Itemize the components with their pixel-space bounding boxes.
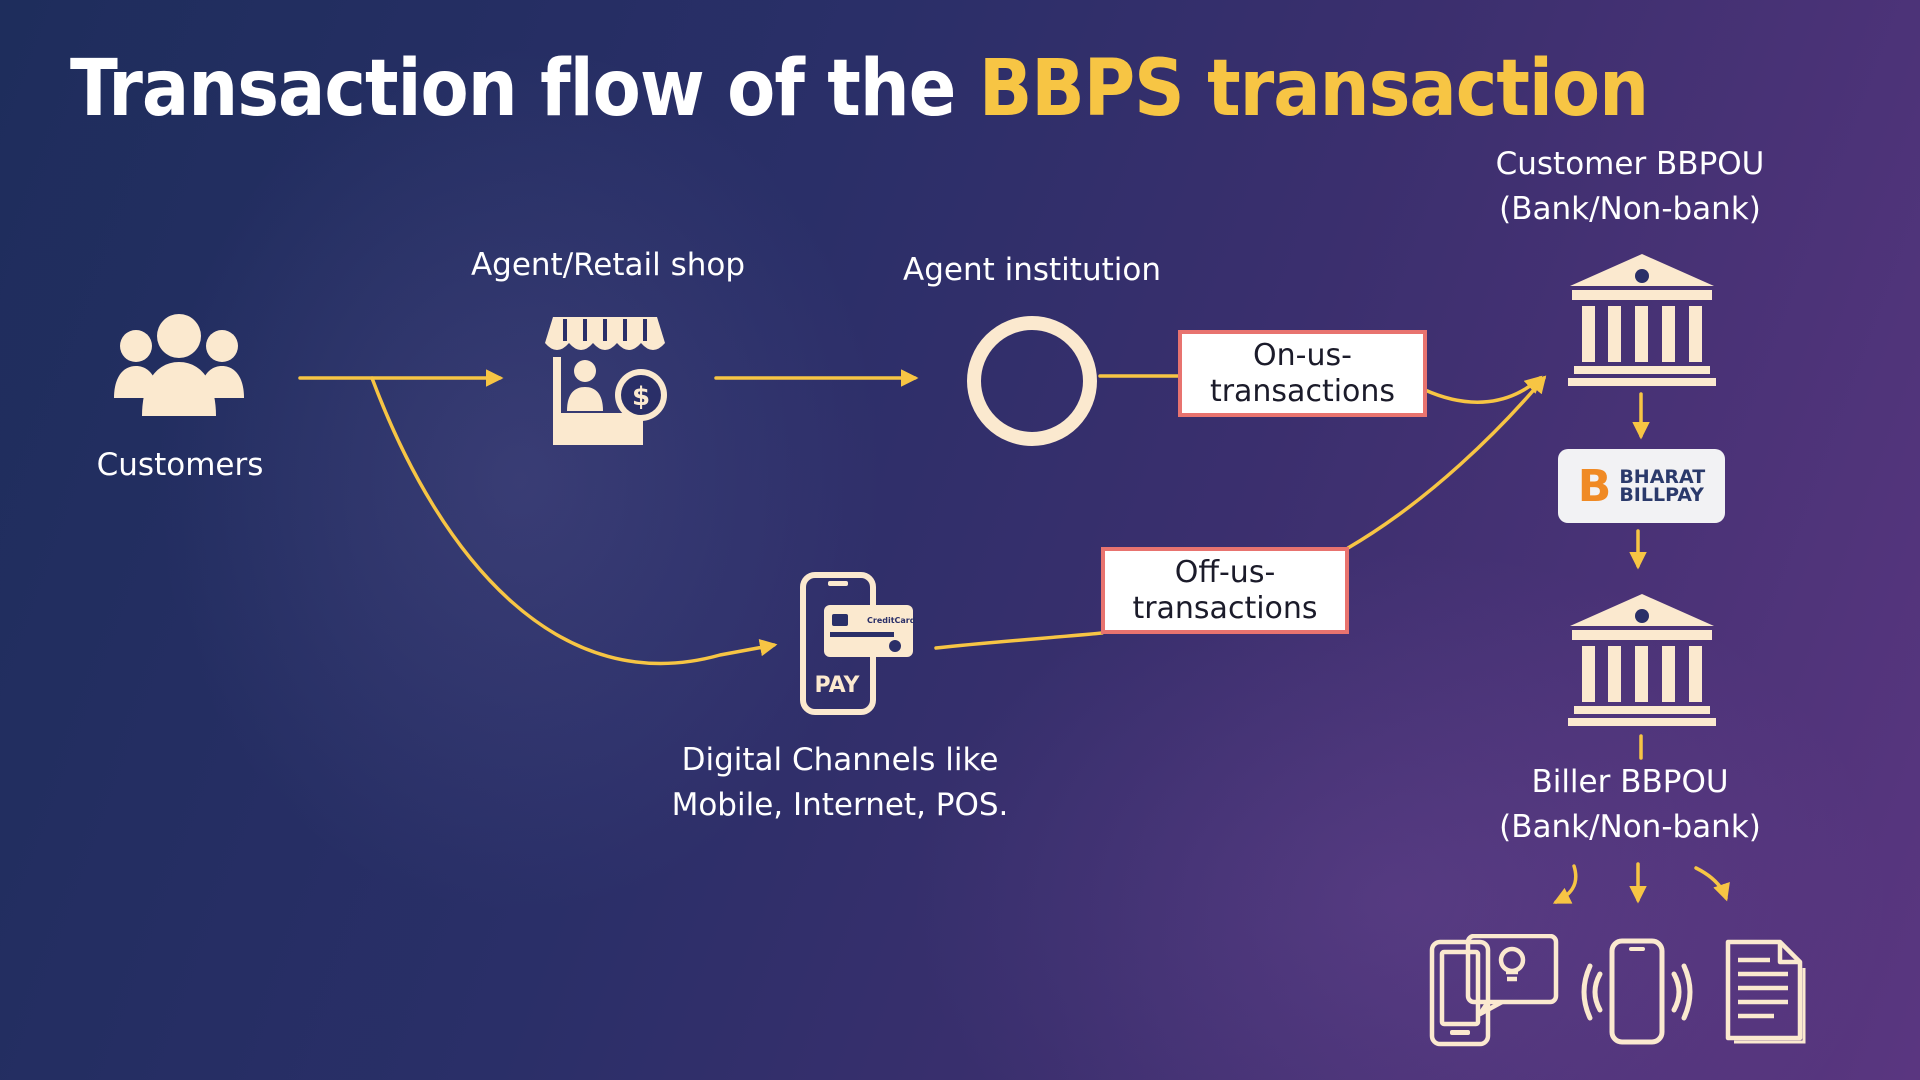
line-digital-to-offus	[934, 631, 1104, 650]
agent-institution-label: Agent institution	[903, 252, 1161, 288]
off-us-line2: transactions	[1132, 590, 1318, 626]
arrow-offus-to-customer-bbpou	[1346, 375, 1547, 550]
off-us-line1: Off-us-	[1174, 554, 1276, 590]
off-us-transactions-box: Off-us-transactions	[1101, 547, 1349, 634]
arrow-onus-to-customer-bbpou	[1423, 375, 1543, 404]
biller-bank-icon	[1568, 594, 1716, 726]
svg-text:CreditCard: CreditCard	[867, 616, 915, 625]
agent-ring-icon	[967, 316, 1097, 446]
bbps-letter: B	[1577, 460, 1612, 512]
agent-shop-label: Agent/Retail shop	[470, 247, 746, 283]
svg-text:PAY: PAY	[815, 673, 861, 698]
on-us-line2: transactions	[1209, 373, 1396, 409]
page-title: Transaction flow of the BBPS transaction	[70, 44, 1649, 134]
arrow-biller-right	[1694, 866, 1730, 902]
arrow-biller-left	[1552, 864, 1578, 904]
on-us-transactions-box: On-us-transactions	[1178, 330, 1427, 417]
document-icon	[1725, 939, 1806, 1044]
bank-icon	[1568, 254, 1716, 386]
customers-icon	[114, 314, 244, 416]
customer-bbpou-label: Customer BBPOU(Bank/Non-bank)	[1495, 146, 1765, 227]
svg-text:$: $	[632, 382, 650, 412]
mobile-signal-icon	[1581, 938, 1693, 1045]
on-us-line1: On-us-	[1253, 337, 1352, 373]
bill-devices-icon	[1429, 934, 1559, 1047]
retail-shop-icon: $	[545, 317, 667, 445]
arrow-customers-to-digital	[370, 376, 778, 666]
mobile-pay-icon: CreditCard PAY	[800, 572, 915, 715]
biller-bbpou-label: Biller BBPOU(Bank/Non-bank)	[1499, 764, 1761, 845]
customers-label: Customers	[96, 447, 264, 483]
